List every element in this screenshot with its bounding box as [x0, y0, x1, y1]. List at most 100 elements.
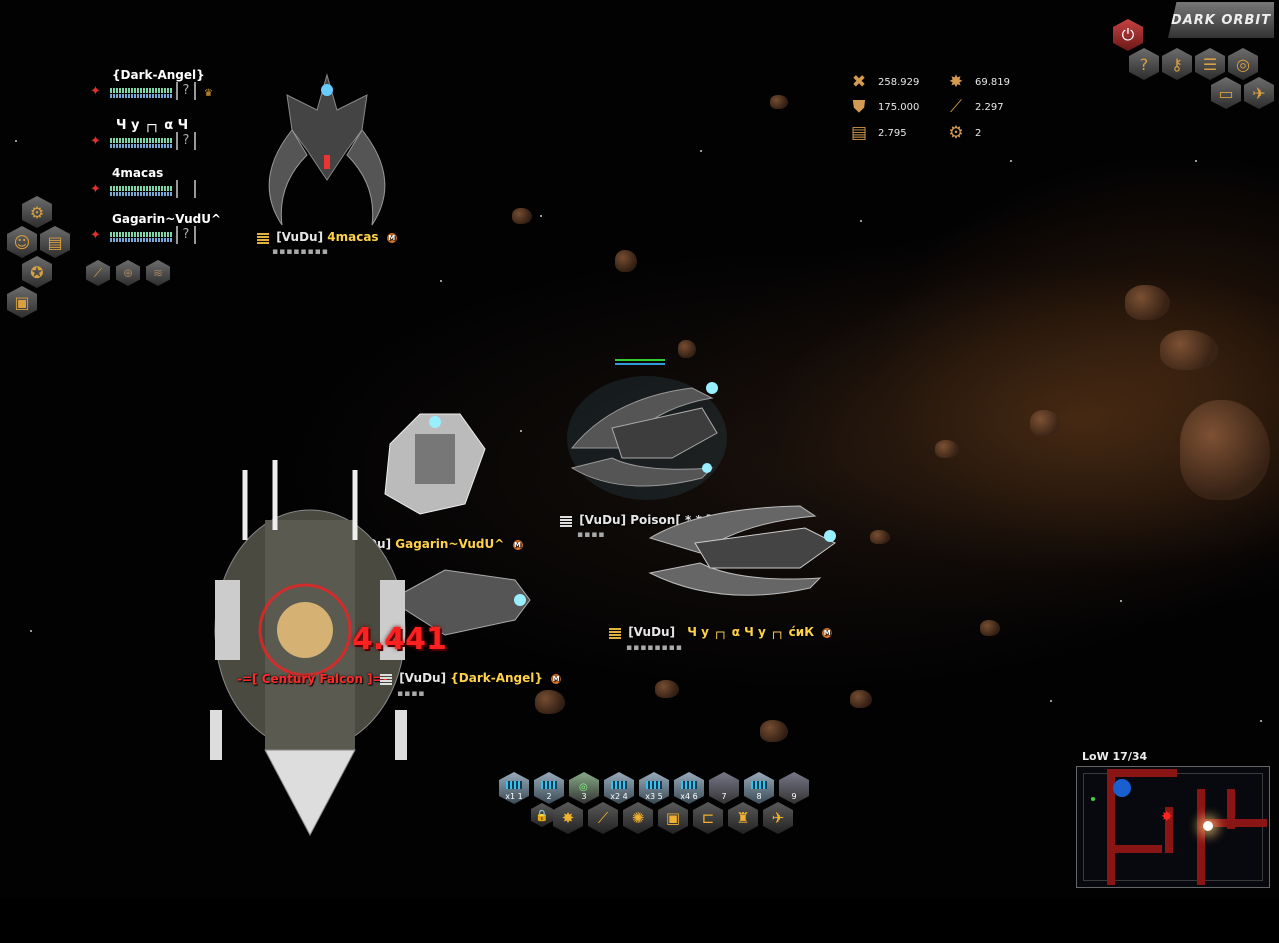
clan-icon	[380, 672, 392, 685]
slot-key: 3	[581, 792, 587, 801]
star	[30, 630, 32, 632]
asteroid	[935, 440, 959, 458]
star	[1195, 160, 1197, 162]
hp-bar	[615, 359, 665, 361]
ship-century-falcon[interactable]	[195, 460, 425, 840]
star	[15, 140, 17, 142]
honor-icon: ✸	[948, 72, 964, 92]
ship-poison[interactable]	[552, 368, 732, 508]
level-icon: ⚙	[948, 123, 964, 143]
asteroid	[870, 530, 890, 544]
ammo-fill	[751, 781, 767, 789]
clan-tag: [VuDu]	[276, 230, 324, 244]
ship-status-dots: ▪▪▪▪▪▪▪▪	[626, 643, 683, 653]
star	[1260, 720, 1262, 722]
stat-honor-value: 69.819	[975, 76, 1010, 88]
stat-experience-value: 258.929	[878, 76, 920, 88]
stat-uridium: ⛊ 175.000	[848, 96, 920, 118]
clan-icon	[257, 231, 269, 244]
ship-status-dots: ▪▪▪▪▪▪▪▪	[272, 247, 329, 257]
slot-key: 7	[721, 792, 727, 801]
quest-menu-icon[interactable]: ▣	[7, 286, 37, 318]
group-member[interactable]: Gagarin~VudU^ ✦ ?	[90, 212, 230, 252]
ship-menu-icon[interactable]: ✪	[22, 256, 52, 288]
player-name: Ч у ┌┐ α Ч у ┌┐ ćиК	[687, 625, 815, 639]
rank-icon: ✦	[90, 134, 101, 149]
player-name: Gagarin~VudU^	[395, 537, 505, 551]
clan-tag: [VuDu]	[628, 625, 676, 639]
player-name: 4macas	[327, 230, 379, 244]
slot-key: 4	[622, 792, 628, 801]
slot-label: x1	[505, 792, 516, 801]
slot-label: x2	[610, 792, 621, 801]
group-member-name: Gagarin~VudU^	[112, 212, 222, 226]
ammo-fill	[541, 781, 557, 789]
group-follow-icon[interactable]: ≋	[146, 260, 170, 286]
asteroid	[615, 250, 637, 272]
ship-status-dots: ▪▪▪▪	[397, 689, 426, 699]
asteroid	[850, 690, 872, 708]
slot-key: 5	[657, 792, 663, 801]
group-attack-icon[interactable]: ⟋	[86, 260, 110, 286]
group-member-name: 4macas	[112, 166, 164, 180]
minimap-player-icon	[1203, 821, 1213, 831]
hp-bar	[110, 88, 172, 93]
hp-bar	[110, 138, 172, 143]
slot-label: x3	[645, 792, 656, 801]
member-map: ?	[176, 82, 196, 100]
asteroid	[535, 690, 565, 714]
star	[1120, 600, 1122, 602]
group-member-name: Ч у ┌┐ α Ч	[116, 118, 189, 133]
slot-key: 1	[517, 792, 523, 801]
target-icon: ◎	[579, 782, 588, 793]
ship-icon[interactable]: ✈	[1244, 77, 1274, 109]
bottom-bar	[0, 898, 1279, 943]
ship-4macas[interactable]	[252, 70, 402, 230]
slot-key: 9	[791, 792, 797, 801]
crown-icon: ♛	[204, 88, 213, 99]
member-map: ?	[176, 132, 196, 150]
rank-badge-icon: M	[386, 232, 397, 243]
game-logo: DARK ORBIT	[1168, 2, 1274, 38]
lock-icon[interactable]: 🔒	[531, 803, 553, 827]
asteroid	[760, 720, 788, 742]
member-map: ?	[176, 226, 196, 244]
experience-icon: ✖	[851, 72, 867, 92]
asteroid	[1180, 400, 1270, 500]
stat-level: ⚙ 2	[945, 122, 981, 144]
ship-gagarin[interactable]	[360, 404, 495, 534]
shield-bar	[110, 192, 172, 196]
star	[1050, 700, 1052, 702]
credits-icon: ⟋	[950, 97, 962, 117]
asteroid	[1030, 410, 1060, 436]
minimap-zone	[1107, 769, 1177, 777]
minimap-zone	[1197, 789, 1205, 885]
clan-tag: [VuDu]	[579, 513, 627, 527]
group-member[interactable]: {Dark-Angel} ✦ ? ♛	[90, 68, 230, 108]
ship-label-4macas[interactable]: [VuDu] 4macas M	[257, 230, 397, 244]
minimap-portal-icon	[1113, 779, 1131, 797]
slot-key: 6	[692, 792, 698, 801]
minimap[interactable]: ✸	[1076, 766, 1270, 888]
group-member[interactable]: 4macas ✦	[90, 166, 230, 206]
window-icon[interactable]: ▭	[1211, 77, 1241, 109]
group-target-icon[interactable]: ⊕	[116, 260, 140, 286]
star	[860, 220, 862, 222]
stat-uridium-value: 175.000	[878, 101, 920, 113]
ship-dark-angel[interactable]	[385, 560, 535, 645]
minimap-marker	[1091, 797, 1095, 801]
slot-key: 8	[756, 792, 762, 801]
enemy-label[interactable]: -=[ Century Falcon ]=-	[237, 672, 388, 686]
group-member[interactable]: Ч у ┌┐ α Ч ✦ ?	[90, 118, 230, 158]
slot-key: 2	[546, 792, 552, 801]
rank-badge-icon: M	[512, 539, 523, 550]
ship-yuya[interactable]	[640, 498, 850, 608]
ship-label-dark-angel[interactable]: [VuDu] {Dark-Angel} M	[380, 671, 562, 685]
hp-bar	[110, 232, 172, 237]
ship-label-yuya[interactable]: [VuDu] Ч у ┌┐ α Ч у ┌┐ ćиК M	[609, 625, 833, 639]
damage-number: 4.441	[352, 622, 447, 657]
hp-bar	[110, 186, 172, 191]
asteroid	[980, 620, 1000, 636]
stat-level-value: 2	[975, 127, 982, 139]
minimap-title: LoW 17/34	[1082, 750, 1148, 763]
